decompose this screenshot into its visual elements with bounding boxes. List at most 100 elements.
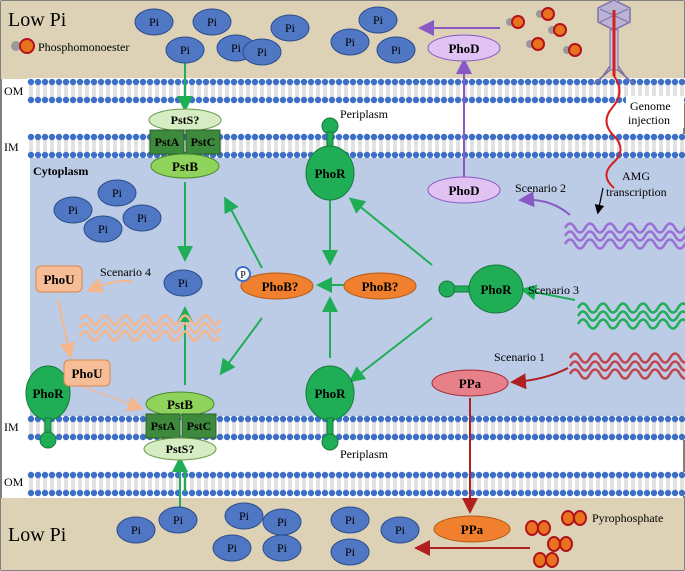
phor-scenario3: PhoR <box>438 264 524 314</box>
scenario2-arrow <box>518 191 571 216</box>
mrna-scenario2 <box>563 222 685 250</box>
phor-bottom-center-label: PhoR <box>314 386 346 401</box>
pi-molecule: Pi <box>330 28 370 56</box>
pstc-top-label: PstC <box>191 135 216 149</box>
pi-label: Pi <box>257 45 268 59</box>
phor-bottom-left-label: PhoR <box>32 386 64 401</box>
pi-label: Pi <box>395 523 406 537</box>
phod-secreted: PhoD <box>427 34 501 62</box>
inner-membrane-bottom <box>27 415 685 441</box>
phou-bound: PhoU <box>63 359 111 387</box>
pi-label: Pi <box>345 545 356 559</box>
pi-label: Pi <box>373 13 384 27</box>
inner-membrane-top <box>27 133 685 159</box>
pi-molecule: Pi <box>376 36 416 64</box>
outer-membrane-bottom <box>27 471 685 497</box>
green-signal-arrows <box>172 182 576 525</box>
pi-label: Pi <box>391 43 402 57</box>
pi-label: Pi <box>345 513 356 527</box>
phou-move-arrow <box>57 299 76 359</box>
phou-free: PhoU <box>35 265 83 293</box>
pi-molecule: Pi <box>192 8 232 36</box>
pyrophosphate-label: Pyrophosphate <box>592 511 663 525</box>
amg-label-line2: transcription <box>606 185 667 199</box>
psts-top-label: PstS? <box>171 113 200 127</box>
ppa-secreted: PPa <box>433 515 511 543</box>
phob-phosphorylated: PhoB? P <box>235 266 314 300</box>
bottom-low-pi-label: Low Pi <box>8 524 67 546</box>
phor-scenario3-label: PhoR <box>480 282 512 297</box>
pi-label: Pi <box>98 222 109 236</box>
phor-bottom-center: PhoR <box>305 365 355 451</box>
amg-arrow <box>594 187 605 215</box>
injected-genome-line <box>605 75 622 189</box>
pi-label: Pi <box>207 15 218 29</box>
pi-label: Pi <box>345 35 356 49</box>
scenario2-label: Scenario 2 <box>515 181 566 195</box>
pi-molecule: Pi <box>165 36 205 64</box>
pi-label: Pi <box>285 21 296 35</box>
pi-label: Pi <box>227 541 238 555</box>
ppa-secreted-label: PPa <box>461 522 484 537</box>
pi-label: Pi <box>112 186 123 200</box>
scenario3-label: Scenario 3 <box>528 283 579 297</box>
phou-free-label: PhoU <box>43 272 75 287</box>
phod-secreted-label: PhoD <box>448 41 479 56</box>
pi-label: Pi <box>277 541 288 555</box>
pi-molecule: Pi <box>134 8 174 36</box>
psta-bottom-label: PstA <box>151 419 176 433</box>
phor-top: PhoR <box>305 117 355 201</box>
mrna-scenario3 <box>576 302 685 330</box>
pi-molecule: Pi <box>97 179 137 207</box>
cytoplasm-label: Cytoplasm <box>33 164 88 178</box>
pi-molecule: Pi <box>330 538 370 566</box>
pi-molecule: Pi <box>122 204 162 232</box>
pi-molecule: Pi <box>270 14 310 42</box>
pi-label: Pi <box>131 523 142 537</box>
pi-label: Pi <box>239 509 250 523</box>
pi-molecule: Pi <box>212 534 252 562</box>
phob-phosph-label: PhoB? <box>262 279 299 294</box>
phod-cytoplasm: PhoD <box>427 176 501 204</box>
ppa-cytoplasm: PPa <box>431 369 509 397</box>
pstb-top-label: PstB <box>172 159 198 174</box>
phosphomonoester-label: Phosphomonoester <box>38 40 129 54</box>
psta-top-label: PstA <box>155 135 180 149</box>
pi-label: Pi <box>173 513 184 527</box>
pstb-bottom-label: PstB <box>167 397 193 412</box>
mrna-scenario1 <box>568 352 685 380</box>
pi-molecule: Pi <box>158 506 198 534</box>
pi-molecule: Pi <box>163 269 203 297</box>
pi-molecule: Pi <box>116 516 156 544</box>
phob-unphosphorylated: PhoB? <box>343 272 417 300</box>
periplasm-top-label: Periplasm <box>340 107 389 121</box>
pi-molecule: Pi <box>53 196 93 224</box>
pi-molecule: Pi <box>262 534 302 562</box>
pi-molecule: Pi <box>330 506 370 534</box>
phage-icon <box>593 0 635 85</box>
phob-label: PhoB? <box>362 279 399 294</box>
phod-cyto-label: PhoD <box>448 183 479 198</box>
pi-molecule: Pi <box>262 508 302 536</box>
im-top-label: IM <box>4 140 19 154</box>
om-top-label: OM <box>4 84 24 98</box>
pyrophosphate-icons <box>525 510 587 568</box>
outer-membrane-top <box>27 78 685 104</box>
scenario4-label: Scenario 4 <box>100 265 151 279</box>
phosphomonoester-cluster <box>506 7 582 57</box>
pi-molecule: Pi <box>224 502 264 530</box>
om-bottom-label: OM <box>4 475 24 489</box>
scenario1-arrow <box>510 367 569 390</box>
pi-label: Pi <box>68 203 79 217</box>
mrna-scenario4 <box>78 314 222 342</box>
pi-label: Pi <box>149 15 160 29</box>
periplasm-bottom-label: Periplasm <box>340 447 389 461</box>
psts-bottom-label: PstS? <box>166 442 195 456</box>
pstc-bottom-label: PstC <box>187 419 212 433</box>
pi-label: Pi <box>137 211 148 225</box>
mrna-waves <box>78 222 685 380</box>
pi-label: Pi <box>231 41 242 55</box>
